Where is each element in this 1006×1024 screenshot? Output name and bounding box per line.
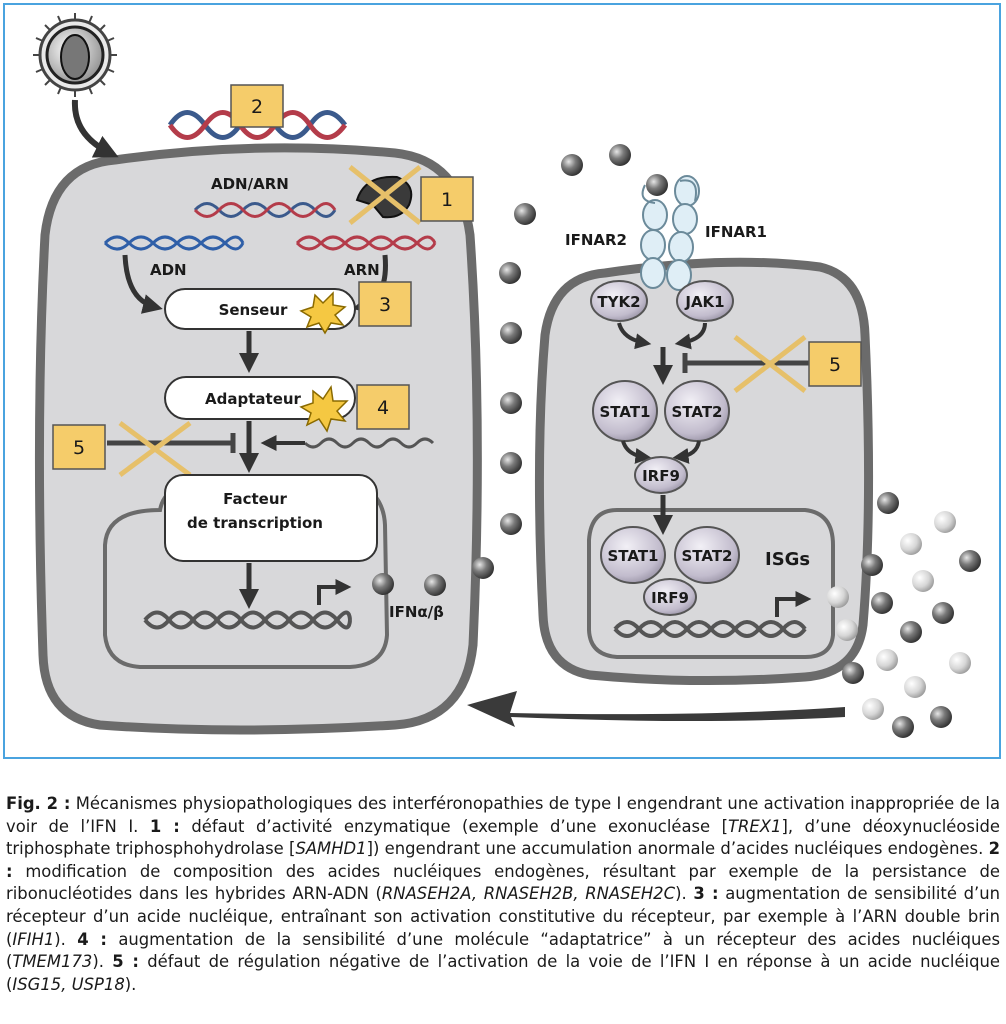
isg-products (827, 492, 981, 738)
sensor-box (164, 288, 356, 330)
jak1-label: JAK1 (684, 293, 724, 311)
stat2-nuclear-label: STAT2 (682, 547, 733, 565)
caption-text: ], d’une déoxynucléoside triphosphate tr… (6, 816, 1000, 859)
caption-fig-label: Fig. 2 : (6, 794, 71, 813)
cross-mark-5-left (118, 420, 192, 478)
tyk2-label: TYK2 (597, 293, 640, 311)
figure-caption: Fig. 2 : Mécanismes physiopathologiques … (6, 793, 1000, 996)
tyk2-arrow (617, 322, 652, 350)
gene-name: SAMHD1 (295, 839, 367, 859)
pathway-diagram: Senseur Adaptateur Facteur de transcript… (33, 13, 981, 738)
ifnar-receptor (640, 175, 700, 291)
gene-name: IFIH1 (12, 929, 55, 949)
caption-text: modification de composition des acides n… (6, 861, 1000, 904)
svg-text:3: 3 (379, 294, 391, 316)
svg-text:4: 4 (377, 397, 389, 419)
caption-text: défaut de régulation négative de l’activ… (6, 952, 1000, 994)
cross-mark-5-right (733, 335, 807, 393)
svg-text:5: 5 (829, 354, 841, 376)
mutation-burst-icon (299, 291, 347, 335)
ifn-molecule (424, 574, 446, 596)
caption-point-5: 5 : (112, 952, 139, 972)
svg-text:5: 5 (73, 437, 85, 459)
ifn-label: IFNα/β (389, 603, 444, 621)
isg-transcription-arrow (775, 591, 812, 617)
hybrid-helix (193, 202, 337, 218)
gene-name: ISG15, USP18 (12, 974, 125, 994)
dna-label: ADN (150, 261, 187, 279)
svg-text:2: 2 (251, 96, 263, 118)
stat1-label: STAT1 (600, 403, 651, 421)
nuclear-dna-helix-left (143, 610, 352, 630)
tf-label-line2: de transcription (187, 514, 323, 532)
marker-5-left: 5 (52, 424, 106, 470)
caption-text: ). (92, 952, 113, 972)
cross-mark-1 (348, 165, 422, 225)
caption-text: ). (675, 884, 694, 904)
caption-text: augmentation de sensibilité d’un récepte… (6, 884, 1000, 949)
caption-text: défaut d’activité enzymatique (exemple d… (179, 816, 729, 836)
mutation-burst-icon (299, 384, 349, 433)
virus-entry-arrow (71, 99, 119, 158)
ifn-molecule (372, 573, 394, 595)
rna-helix (295, 235, 437, 251)
stat1-arrow (621, 440, 652, 464)
rna-label: ARN (344, 261, 380, 279)
jak1-protein (676, 280, 734, 322)
irf9-nuclear-protein (643, 578, 697, 616)
stat2-nuclear-protein (674, 526, 740, 584)
gene-name: TREX1 (728, 816, 782, 836)
figure-panel: Senseur Adaptateur Facteur de transcript… (3, 3, 1001, 759)
inhibition-bar-right (682, 353, 813, 373)
marker-1: 1 (420, 176, 474, 222)
tf-label-line1: Facteur (223, 490, 287, 508)
svg-text:1: 1 (441, 189, 453, 211)
nucleic-acid-strand (303, 437, 435, 449)
virus-icon (33, 13, 117, 97)
irf9-nuclear-label: IRF9 (651, 589, 689, 607)
gene-name: RNASEH2A, RNASEH2B, RNASEH2C (381, 884, 676, 904)
marker-4: 4 (356, 384, 410, 430)
tyk2-protein (590, 280, 648, 322)
caption-text: ). (54, 929, 78, 949)
sensor-label: Senseur (219, 301, 288, 319)
irf9-protein (634, 456, 688, 494)
caption-text: ). (124, 974, 137, 994)
jak1-arrow (674, 322, 707, 350)
adaptor-label: Adaptateur (205, 390, 302, 408)
ifnar1-label: IFNAR1 (705, 223, 767, 241)
stat1-nuclear-protein (600, 526, 666, 584)
caption-point-1: 1 : (149, 816, 180, 836)
secreted-ifn-molecules (472, 144, 668, 579)
stat2-label: STAT2 (672, 403, 723, 421)
nuclear-dna-helix-right (613, 620, 807, 638)
transcription-start-arrow (317, 579, 352, 605)
feedback-arrow (467, 691, 845, 727)
stat1-nuclear-label: STAT1 (608, 547, 659, 565)
caption-intro: Mécanismes physiopathologiques des inter… (6, 794, 1000, 836)
dna-helix (103, 235, 245, 251)
marker-2: 2 (230, 84, 284, 128)
caption-point-2: 2 : (6, 839, 1000, 881)
caption-text: augmentation de la sensibilité d’une mol… (6, 929, 1000, 972)
dna-to-sensor-arrow (122, 254, 163, 314)
hybrid-label: ADN/ARN (211, 175, 289, 193)
isgs-label: ISGs (765, 549, 810, 570)
irf9-label: IRF9 (642, 467, 680, 485)
caption-point-4: 4 : (77, 929, 107, 949)
inhibition-bar-left (107, 433, 236, 453)
marker-3: 3 (358, 281, 412, 327)
transcription-factor-box (164, 474, 378, 562)
stat2-arrow (672, 440, 701, 464)
caption-point-3: 3 : (693, 884, 719, 904)
marker-5-right: 5 (808, 341, 862, 387)
gene-name: TMEM173 (12, 952, 93, 972)
caption-text: ]) engendrant une accumulation anormale … (366, 839, 989, 859)
ifnar2-label: IFNAR2 (565, 231, 627, 249)
